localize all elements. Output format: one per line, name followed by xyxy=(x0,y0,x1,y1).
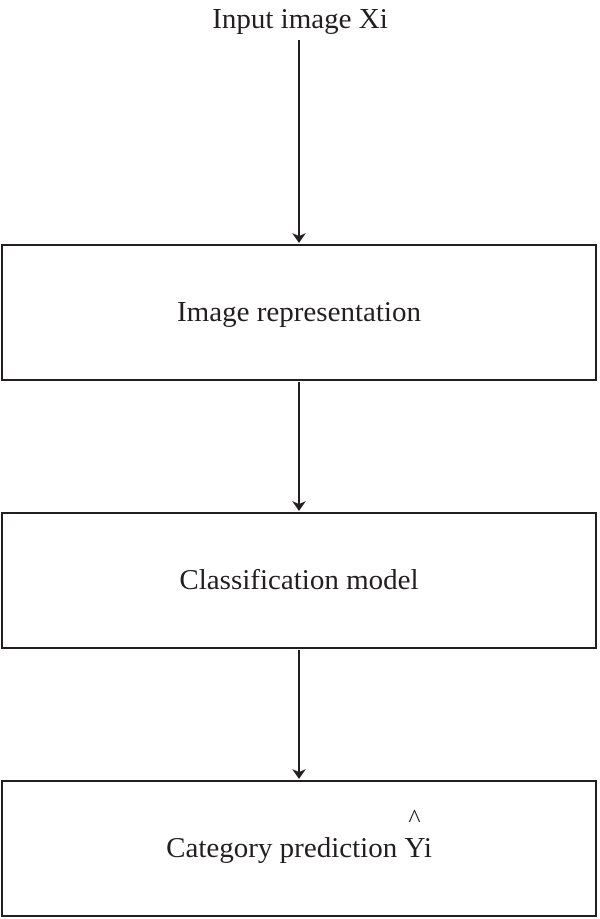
input-image-label: Input image Xi xyxy=(212,3,388,35)
hat-accent: ^ xyxy=(408,804,421,833)
category-prediction-box: Category prediction ^ Yi xyxy=(1,780,597,917)
category-prediction-label: Category prediction xyxy=(166,832,398,864)
image-representation-box: Image representation xyxy=(1,244,597,381)
classification-model-label: Classification model xyxy=(179,564,419,596)
prediction-symbol: ^ Yi xyxy=(404,806,432,865)
image-representation-label: Image representation xyxy=(177,296,421,328)
classification-model-box: Classification model xyxy=(1,512,597,649)
category-prediction-label-group: Category prediction ^ Yi xyxy=(166,806,432,865)
prediction-symbol-text: Yi xyxy=(404,832,432,864)
